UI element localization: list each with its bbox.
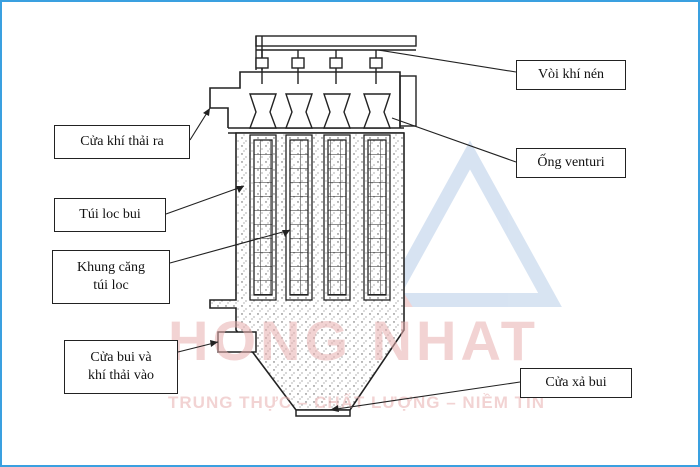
- label-venturi-tube: Ống venturi: [516, 148, 626, 178]
- label-filter-bag: Túi loc bui: [54, 198, 166, 232]
- venturi-tubes: [248, 93, 392, 129]
- discharge-outlet: [295, 409, 351, 417]
- watermark-brand: HONG NHAT: [168, 309, 539, 372]
- nozzle-4: [369, 50, 383, 84]
- label-inlet: Cửa bui và khí thải vào: [64, 340, 178, 394]
- nozzle-3: [329, 50, 343, 84]
- cage-3: [327, 139, 347, 296]
- label-cage: Khung căng túi loc: [52, 250, 170, 304]
- cage-4: [367, 139, 387, 296]
- label-compressed-air-nozzle: Vòi khí nén: [516, 60, 626, 90]
- nozzle-2: [291, 50, 305, 84]
- air-nozzles: [255, 50, 383, 84]
- filter-bags: [249, 134, 391, 301]
- arrowheads: [203, 108, 339, 412]
- watermark-text: HONG NHAT TRUNG THỰC – CHẤT LƯỢNG – NIỀM…: [168, 309, 545, 412]
- label-exhaust-outlet: Cửa khí thải ra: [54, 125, 190, 159]
- nozzle-1: [255, 50, 269, 84]
- watermark-slogan: TRUNG THỰC – CHẤT LƯỢNG – NIỀM TIN: [168, 393, 545, 412]
- cage-1: [253, 139, 273, 296]
- label-dust-discharge: Cửa xả bui: [520, 368, 632, 398]
- cage-2: [289, 139, 309, 296]
- pulse-valve-box: [399, 75, 417, 127]
